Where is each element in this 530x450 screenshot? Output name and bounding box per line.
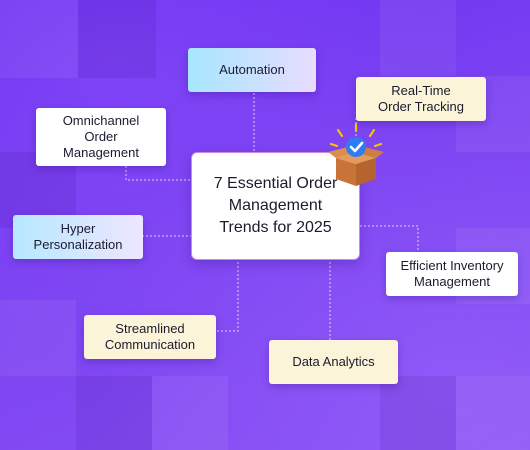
node-hyper-personalization: Hyper Personalization — [13, 215, 143, 259]
node-data-analytics-label: Data Analytics — [292, 354, 375, 369]
background-tile — [456, 376, 530, 450]
node-streamlined-communication-label: Streamlined Communication — [104, 321, 196, 352]
node-efficient-inventory: Efficient Inventory Management — [386, 252, 518, 296]
node-real-time-tracking-label: Real-Time Order Tracking — [378, 83, 464, 114]
background-tile — [0, 0, 78, 78]
background-tile — [78, 0, 156, 78]
center-topic-node: 7 Essential Order Management Trends for … — [191, 152, 360, 260]
connector-efficient-inventory — [360, 225, 419, 252]
node-automation-label: Automation — [219, 62, 285, 77]
background-tile — [0, 300, 76, 376]
background-tile — [380, 0, 456, 76]
node-automation: Automation — [188, 48, 316, 92]
node-hyper-personalization-label: Hyper Personalization — [33, 221, 123, 252]
center-topic-label: 7 Essential Order Management Trends for … — [213, 175, 338, 236]
node-streamlined-communication: Streamlined Communication — [84, 315, 216, 359]
node-data-analytics: Data Analytics — [269, 340, 398, 384]
background-tile — [152, 376, 228, 450]
connector-streamlined-communication — [216, 262, 239, 332]
node-real-time-tracking: Real-Time Order Tracking — [356, 77, 486, 121]
node-omnichannel-label: Omnichannel Order Management — [62, 113, 140, 160]
background-tile — [76, 376, 152, 450]
background-tile — [380, 376, 456, 450]
node-efficient-inventory-label: Efficient Inventory Management — [400, 258, 504, 289]
package-box-checkmark-icon — [328, 122, 384, 186]
node-omnichannel: Omnichannel Order Management — [36, 108, 166, 166]
connector-omnichannel — [125, 166, 192, 181]
